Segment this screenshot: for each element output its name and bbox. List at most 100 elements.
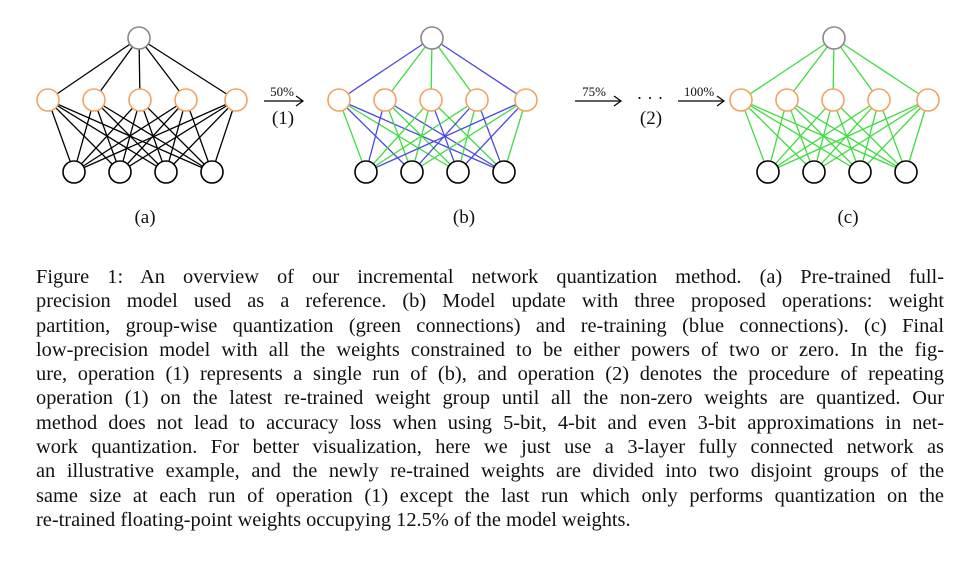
hidden-node — [775, 88, 799, 112]
bottom-connection — [119, 99, 187, 173]
bottom-connection — [859, 99, 880, 173]
operation-2-label: (2) — [640, 108, 662, 129]
bottom-connection — [411, 99, 527, 173]
network-quantization-figure: (a) (b) (c) 50% (1) 75% · · · (2) 100% — [36, 26, 940, 228]
bottom-connection — [365, 99, 432, 173]
input-node — [848, 160, 872, 184]
arrow-75-top-label: 75% — [582, 84, 606, 99]
input-node — [802, 160, 826, 184]
input-node — [756, 160, 780, 184]
output-node — [822, 26, 846, 50]
caption-line: precision model used as a reference. (b)… — [36, 290, 944, 313]
top-connection — [338, 37, 433, 101]
hidden-node — [465, 88, 489, 112]
top-connection — [138, 37, 237, 101]
top-connection — [740, 37, 835, 101]
input-node — [108, 160, 132, 184]
hidden-node — [174, 88, 198, 112]
bottom-connection — [476, 99, 505, 173]
bottom-connection — [365, 99, 386, 173]
caption-line: re-trained floating-point weights occupy… — [36, 508, 631, 531]
hidden-node — [821, 88, 845, 112]
hidden-node — [36, 88, 60, 112]
hidden-node — [916, 88, 940, 112]
top-connection — [93, 37, 140, 101]
input-node — [894, 160, 918, 184]
ellipsis: · · · — [637, 88, 664, 108]
bottom-connection — [165, 99, 187, 173]
hidden-node — [373, 88, 397, 112]
arrow-100: 100% — [678, 84, 726, 107]
input-node — [446, 160, 470, 184]
bottom-connection — [878, 99, 907, 173]
caption-line: operation (1) on the latest re-trained w… — [36, 387, 944, 410]
bottom-connection — [859, 99, 929, 173]
top-connection — [833, 37, 880, 101]
caption-line: ure, operation (1) represents a single r… — [36, 363, 944, 386]
caption-line: an illustrative example, and the newly r… — [36, 460, 944, 483]
arrow-50: 50% (1) — [264, 84, 305, 129]
caption-line: same size at each run of operation (1) e… — [36, 484, 944, 507]
bottom-connection — [767, 99, 929, 173]
top-connection — [786, 37, 835, 101]
bottom-connection — [73, 99, 95, 173]
arrow-75: 75% — [575, 84, 623, 107]
output-node — [420, 26, 444, 50]
hidden-node — [867, 88, 891, 112]
bottom-connection — [905, 99, 929, 173]
input-node — [62, 160, 86, 184]
panel-c-label: (c) — [837, 207, 858, 228]
top-connection — [431, 37, 527, 101]
hidden-node — [514, 88, 538, 112]
panel-b-network — [327, 26, 538, 184]
bottom-connection — [767, 99, 834, 173]
top-connection — [833, 37, 929, 101]
hidden-node — [82, 88, 106, 112]
bottom-connection — [185, 99, 213, 173]
top-connection — [138, 37, 187, 101]
bottom-connection — [119, 99, 237, 173]
bottom-connection — [457, 99, 527, 173]
panel-a-label: (a) — [134, 207, 155, 228]
bottom-connection — [73, 99, 187, 173]
input-node — [154, 160, 178, 184]
bottom-connection — [365, 99, 527, 173]
bottom-connection — [338, 99, 367, 173]
panel-a-network — [36, 26, 248, 184]
hidden-node — [128, 88, 152, 112]
input-node — [200, 160, 224, 184]
operation-1-label: (1) — [272, 108, 294, 129]
bottom-connection — [767, 99, 788, 173]
bottom-connection — [813, 99, 929, 173]
arrow-100-top-label: 100% — [684, 84, 715, 99]
bottom-connection — [503, 99, 527, 173]
output-node — [127, 26, 151, 50]
caption-line: partition, group-wise quantization (gree… — [36, 314, 944, 337]
bottom-connection — [767, 99, 880, 173]
caption-line: work quantization. For better visualizat… — [36, 436, 944, 459]
input-node — [354, 160, 378, 184]
top-connection — [47, 37, 140, 101]
caption-line: method does not lead to accuracy loss wh… — [36, 411, 944, 434]
bottom-connection — [740, 99, 769, 173]
input-node — [400, 160, 424, 184]
hidden-node — [419, 88, 443, 112]
bottom-connection — [47, 99, 75, 173]
top-connection — [384, 37, 433, 101]
bottom-connection — [457, 99, 478, 173]
bottom-connection — [211, 99, 237, 173]
arrow-50-top-label: 50% — [270, 84, 294, 99]
bottom-connection — [73, 99, 141, 173]
top-connection — [431, 37, 478, 101]
panel-b-label: (b) — [453, 207, 475, 228]
bottom-connection — [365, 99, 478, 173]
hidden-node — [729, 88, 753, 112]
input-node — [492, 160, 516, 184]
bottom-connection — [165, 99, 237, 173]
bottom-connection — [73, 99, 237, 173]
panel-c-network — [729, 26, 940, 184]
hidden-node — [327, 88, 351, 112]
figure-caption: Figure 1: An overview of our incremental… — [36, 265, 944, 532]
caption-line: Figure 1: An overview of our incremental… — [36, 266, 944, 288]
caption-line: low-precision model with all the weights… — [36, 338, 944, 361]
